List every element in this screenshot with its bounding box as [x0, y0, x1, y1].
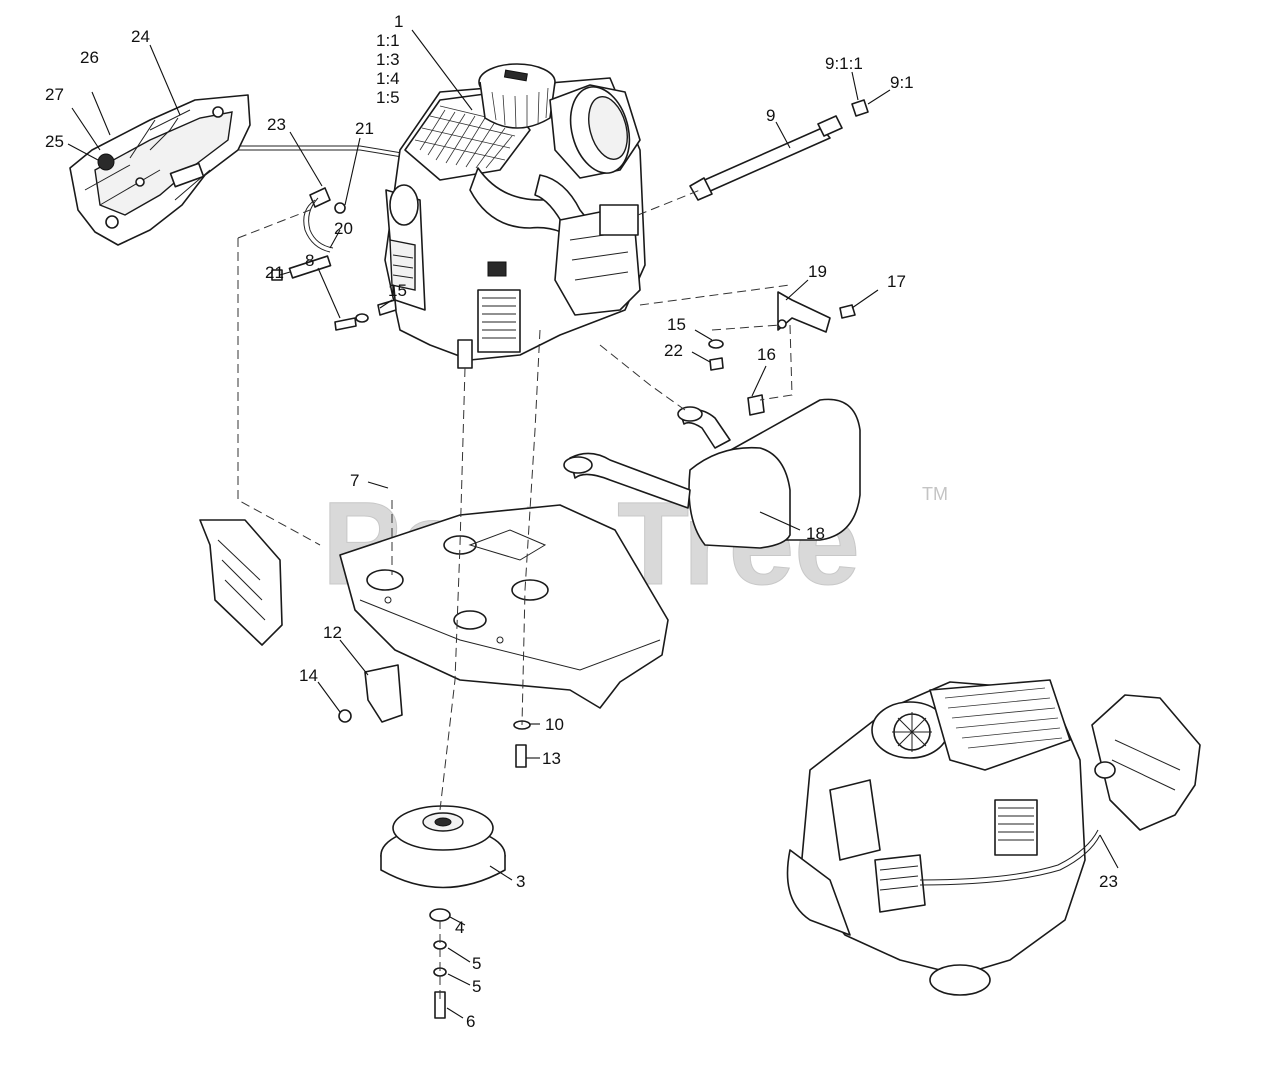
callout-13: 13 [542, 749, 561, 768]
callout-3: 3 [516, 872, 525, 891]
callout-5-lower: 5 [472, 977, 481, 996]
callout-9: 9 [766, 106, 775, 125]
callout-21-upper: 21 [355, 119, 374, 138]
callout-1-3: 1:3 [376, 50, 400, 69]
engine-deck-plate [339, 504, 669, 709]
callout-1-4: 1:4 [376, 69, 400, 88]
pto-clutch-stack [380, 720, 531, 1019]
callout-1: 1 [394, 12, 403, 31]
cooling-grille [414, 105, 516, 169]
callout-1-5: 1:5 [376, 88, 400, 107]
callout-9-1-1: 9:1:1 [825, 54, 863, 73]
callout-27: 27 [45, 85, 64, 104]
side-shield [199, 519, 403, 723]
callout-16: 16 [757, 345, 776, 364]
callout-12: 12 [323, 623, 342, 642]
assembly-lines [237, 189, 793, 1000]
callout-5-upper: 5 [472, 954, 481, 973]
callout-7: 7 [350, 471, 359, 490]
callout-17: 17 [887, 272, 906, 291]
watermark-trademark: TM [922, 484, 948, 504]
callout-1-1: 1:1 [376, 31, 400, 50]
callout-18: 18 [806, 524, 825, 543]
callout-20: 20 [334, 219, 353, 238]
inset-engine-view [786, 679, 1201, 996]
callout-24: 24 [131, 27, 150, 46]
muffler-assembly [563, 291, 861, 549]
fuel-hose [689, 99, 869, 201]
throttle-control-assembly [69, 94, 471, 246]
callout-10: 10 [545, 715, 564, 734]
fuel-line-hardware [271, 187, 397, 331]
callout-8: 8 [305, 251, 314, 270]
callout-labels: 1 1:1 1:3 1:4 1:5 24 26 27 25 23 21 20 2… [45, 12, 1118, 1031]
leader-lines [67, 29, 1119, 1019]
callout-23-engine: 23 [267, 115, 286, 134]
callout-14: 14 [299, 666, 318, 685]
callout-21-lower: 21 [265, 263, 284, 282]
callout-15-bracket: 15 [667, 315, 686, 334]
callout-6: 6 [466, 1012, 475, 1031]
callout-23-inset: 23 [1099, 872, 1118, 891]
callout-9-1: 9:1 [890, 73, 914, 92]
callout-19: 19 [808, 262, 827, 281]
callout-15-engine: 15 [388, 281, 407, 300]
callout-25: 25 [45, 132, 64, 151]
callout-4: 4 [455, 918, 464, 937]
engine-assembly [384, 63, 646, 369]
callout-22: 22 [664, 341, 683, 360]
callout-26: 26 [80, 48, 99, 67]
